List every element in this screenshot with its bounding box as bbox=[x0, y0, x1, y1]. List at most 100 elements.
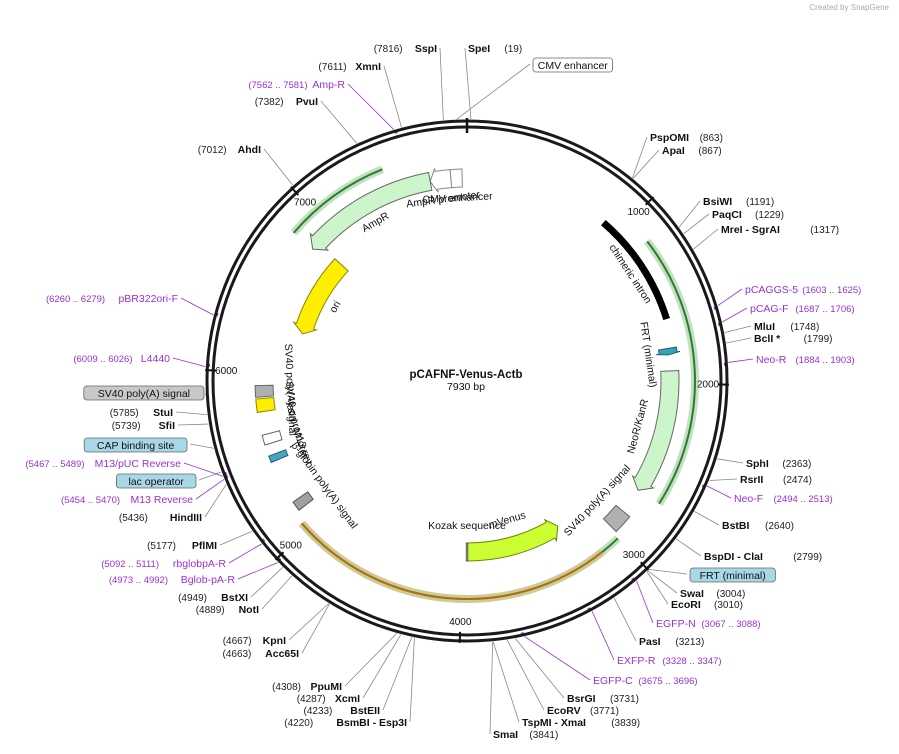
leader-line bbox=[591, 611, 615, 661]
leader-line bbox=[347, 83, 394, 130]
enzyme-mrei-sgrai[interactable]: MreI - SgrAI (1317) bbox=[721, 224, 839, 236]
feature-lac-promoter bbox=[261, 430, 283, 446]
enzyme-bspdi-clai[interactable]: BspDI - ClaI(2799) bbox=[704, 551, 822, 563]
enzyme-sfii[interactable]: SfiI(5739) bbox=[112, 420, 175, 432]
enzyme-spei[interactable]: SpeI(19) bbox=[468, 43, 522, 55]
primer-egfp-n[interactable]: EGFP-N(3067 .. 3088) bbox=[656, 618, 761, 630]
enzyme-xcmi[interactable]: XcmI(4287) bbox=[297, 693, 360, 705]
enzyme-mlui[interactable]: MluI(1748) bbox=[754, 321, 819, 333]
enzyme-stui[interactable]: StuI(5785) bbox=[110, 407, 173, 419]
tick-label: 2000 bbox=[697, 379, 720, 390]
enzyme-smai[interactable]: SmaI(3841) bbox=[493, 729, 558, 741]
enzyme-ahdi[interactable]: AhdI(7012) bbox=[198, 144, 261, 156]
primer-bglob-pa-r[interactable]: Bglob-pA-R(4973 .. 4992) bbox=[109, 574, 236, 586]
enzyme-bcli[interactable]: BclI *(1799) bbox=[754, 333, 833, 345]
leader-line bbox=[409, 637, 415, 723]
primer-l4440[interactable]: L4440(6009 .. 6026) bbox=[73, 353, 170, 365]
leader-line bbox=[228, 543, 262, 564]
leader-line bbox=[219, 530, 253, 546]
primer-m13-reverse[interactable]: M13 Reverse(5454 .. 5470) bbox=[61, 494, 193, 506]
enzyme-bstbi[interactable]: BstBI(2640) bbox=[722, 520, 794, 532]
site-name: PflMI bbox=[192, 540, 217, 552]
enzyme-sphi[interactable]: SphI(2363) bbox=[746, 458, 811, 470]
primer-pcag-f[interactable]: pCAG-F(1687 .. 1706) bbox=[750, 303, 855, 315]
feature-tag-cmv-enhancer[interactable]: CMV enhancer bbox=[532, 57, 613, 73]
site-position: (5785) bbox=[110, 408, 139, 419]
primer-exfp-r[interactable]: EXFP-R(3328 .. 3347) bbox=[617, 655, 722, 667]
tick-label: 5000 bbox=[280, 540, 303, 551]
enzyme-bsiwi[interactable]: BsiWI(1191) bbox=[703, 196, 774, 208]
enzyme-ecorv[interactable]: EcoRV(3771) bbox=[547, 705, 619, 717]
feature-tag-cap-binding-site[interactable]: CAP binding site bbox=[83, 437, 188, 453]
primer-amp-r[interactable]: Amp-R(7562 .. 7581) bbox=[248, 79, 345, 91]
primer-rbglobpa-r[interactable]: rbglobpA-R(5092 .. 5111) bbox=[101, 558, 226, 570]
enzyme-hindiii[interactable]: HindIII(5436) bbox=[119, 512, 202, 524]
feature-tag-lac-operator[interactable]: lac operator bbox=[116, 473, 197, 489]
site-name: pCAGGS-5 bbox=[745, 284, 798, 296]
site-position: (4287) bbox=[297, 694, 326, 705]
enzyme-noti[interactable]: NotI(4889) bbox=[196, 604, 259, 616]
feature-chimeric-intron bbox=[601, 219, 670, 321]
leader-line bbox=[362, 634, 402, 699]
enzyme-pvui[interactable]: PvuI(7382) bbox=[255, 96, 318, 108]
feature-label: NeoR/KanR bbox=[625, 397, 651, 455]
site-position: (867) bbox=[698, 146, 721, 157]
enzyme-pflmi[interactable]: PflMI(5177) bbox=[147, 540, 217, 552]
site-name: MreI - SgrAI bbox=[721, 224, 780, 236]
site-position: (5436) bbox=[119, 513, 148, 524]
enzyme-bstxi[interactable]: BstXI(4949) bbox=[178, 592, 248, 604]
feature-label: Kozak sequence bbox=[428, 520, 506, 532]
enzyme-kpni[interactable]: KpnI(4667) bbox=[223, 635, 286, 647]
site-position: (4973 .. 4992) bbox=[109, 575, 168, 586]
tag-box bbox=[689, 567, 776, 583]
enzyme-xmni[interactable]: XmnI(7611) bbox=[318, 61, 381, 73]
site-position: (3067 .. 3088) bbox=[701, 619, 760, 630]
leader-line bbox=[683, 213, 710, 235]
enzyme-apai[interactable]: ApaI(867) bbox=[662, 145, 722, 157]
site-position: (2474) bbox=[783, 475, 812, 486]
tag-box bbox=[116, 473, 197, 489]
primer-egfp-c[interactable]: EGFP-C(3675 .. 3696) bbox=[593, 675, 698, 687]
enzyme-paqci[interactable]: PaqCI(1229) bbox=[712, 209, 784, 221]
site-name: SwaI bbox=[680, 588, 704, 600]
primer-pbr322ori-f[interactable]: pBR322ori-F(6260 .. 6279) bbox=[46, 293, 178, 305]
enzyme-acc65i[interactable]: Acc65I(4663) bbox=[222, 648, 299, 660]
enzyme-pasi[interactable]: PasI(3213) bbox=[639, 636, 704, 648]
primer-pcaggs-5[interactable]: pCAGGS-5(1603 .. 1625) bbox=[745, 284, 861, 296]
enzyme-bsrgi[interactable]: BsrGI(3731) bbox=[567, 693, 639, 705]
primer-neo-f[interactable]: Neo-F(2494 .. 2513) bbox=[734, 493, 833, 505]
feature-ampr-promoter bbox=[429, 168, 453, 193]
site-name: SpeI bbox=[468, 43, 490, 55]
primer-m13-puc-reverse[interactable]: M13/pUC Reverse(5467 .. 5489) bbox=[25, 458, 181, 470]
enzyme-ppumi[interactable]: PpuMI(4308) bbox=[272, 681, 342, 693]
site-name: PaqCI bbox=[712, 209, 742, 221]
leader-line bbox=[506, 639, 545, 711]
feature-tag-sv40-poly-a-signal[interactable]: SV40 poly(A) signal bbox=[83, 385, 205, 401]
enzyme-sspi[interactable]: SspI(7816) bbox=[374, 43, 437, 55]
site-name: SfiI bbox=[159, 420, 175, 432]
site-position: (3010) bbox=[714, 600, 743, 611]
enzyme-rsrii[interactable]: RsrII(2474) bbox=[740, 474, 812, 486]
site-name: M13/pUC Reverse bbox=[95, 458, 182, 470]
site-position: (1317) bbox=[810, 225, 839, 236]
feature-tag-frt-minimal[interactable]: FRT (minimal) bbox=[689, 567, 776, 583]
orf-arcs bbox=[290, 165, 699, 603]
enzyme-tspmi-xmai[interactable]: TspMI - XmaI(3839) bbox=[522, 717, 640, 729]
enzyme-pspomi[interactable]: PspOMI(863) bbox=[650, 132, 723, 144]
enzyme-bsteii[interactable]: BstEII(4233) bbox=[303, 705, 380, 717]
site-name: AhdI bbox=[238, 144, 261, 156]
leader-line bbox=[693, 228, 719, 250]
enzyme-ecori[interactable]: EcoRI(3010) bbox=[671, 599, 743, 611]
site-name: EXFP-R bbox=[617, 655, 656, 667]
enzyme-swai[interactable]: SwaI (3004) bbox=[680, 588, 745, 600]
enzyme-bsmbi-esp3i[interactable]: BsmBI - Esp3I(4220) bbox=[284, 717, 407, 729]
site-position: (3004) bbox=[716, 589, 745, 600]
leader-line bbox=[649, 568, 688, 575]
site-name: SspI bbox=[415, 43, 437, 55]
leader-line bbox=[250, 567, 284, 598]
site-position: (4889) bbox=[196, 605, 225, 616]
site-name: BsmBI - Esp3I bbox=[336, 717, 407, 729]
primer-neo-r[interactable]: Neo-R(1884 .. 1903) bbox=[756, 354, 855, 366]
site-position: (863) bbox=[700, 133, 723, 144]
